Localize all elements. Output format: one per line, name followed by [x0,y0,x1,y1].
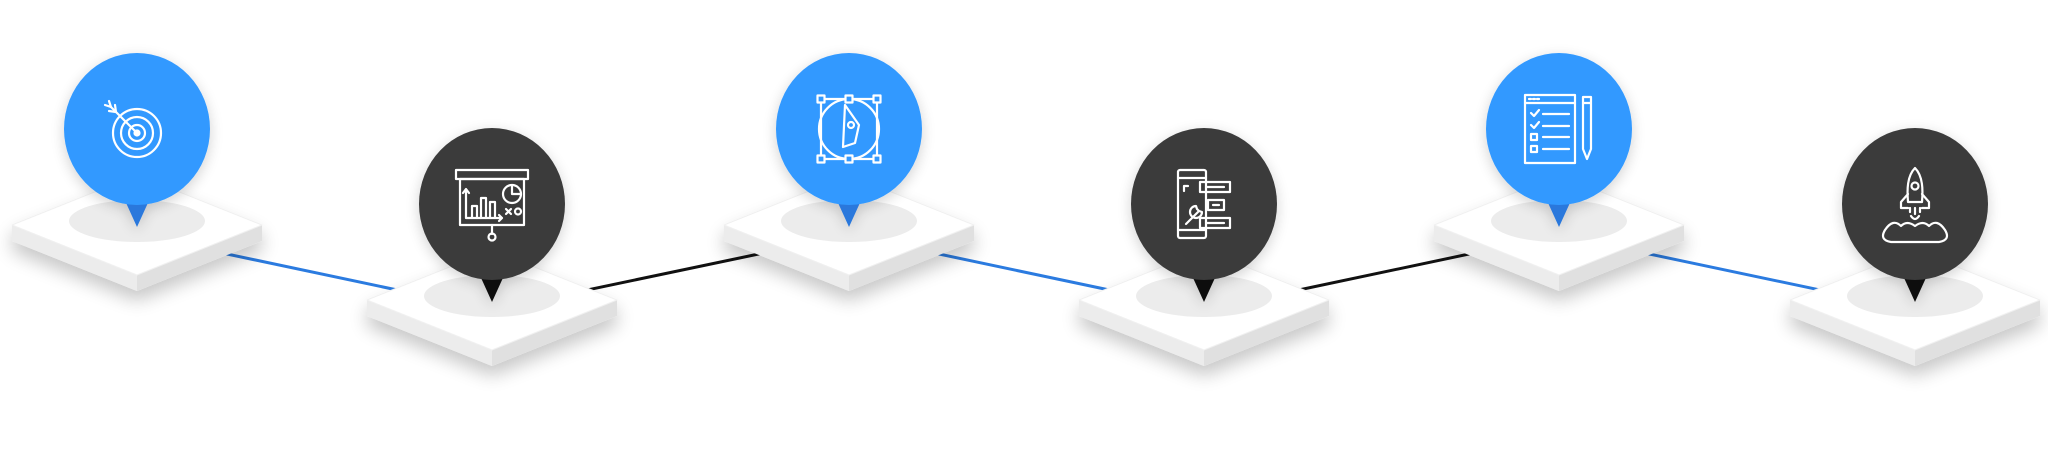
map-pin [1486,53,1632,227]
pin-circle [419,128,565,280]
target-icon [103,99,163,159]
rocket-launch-icon [1881,166,1949,244]
map-pin [64,53,210,227]
pin-circle [1131,128,1277,280]
pin-circle [1486,53,1632,205]
pin-circle [776,53,922,205]
steps [11,53,2041,366]
map-pin [776,53,922,227]
pen-tool-design-icon [816,94,882,164]
pin-circle [64,53,210,205]
presentation-chart-icon [454,168,530,242]
map-pin [1131,128,1277,302]
timeline-step [1078,128,1330,366]
timeline-step [1433,53,1685,291]
map-pin [1842,128,1988,302]
checklist-pencil-icon [1523,93,1593,165]
mobile-settings-icon [1176,168,1232,240]
pin-circle [1842,128,1988,280]
timeline-step [366,128,618,366]
map-pin [419,128,565,302]
timeline-step [1789,128,2041,366]
timeline-step [11,53,263,291]
timeline-step [723,53,975,291]
